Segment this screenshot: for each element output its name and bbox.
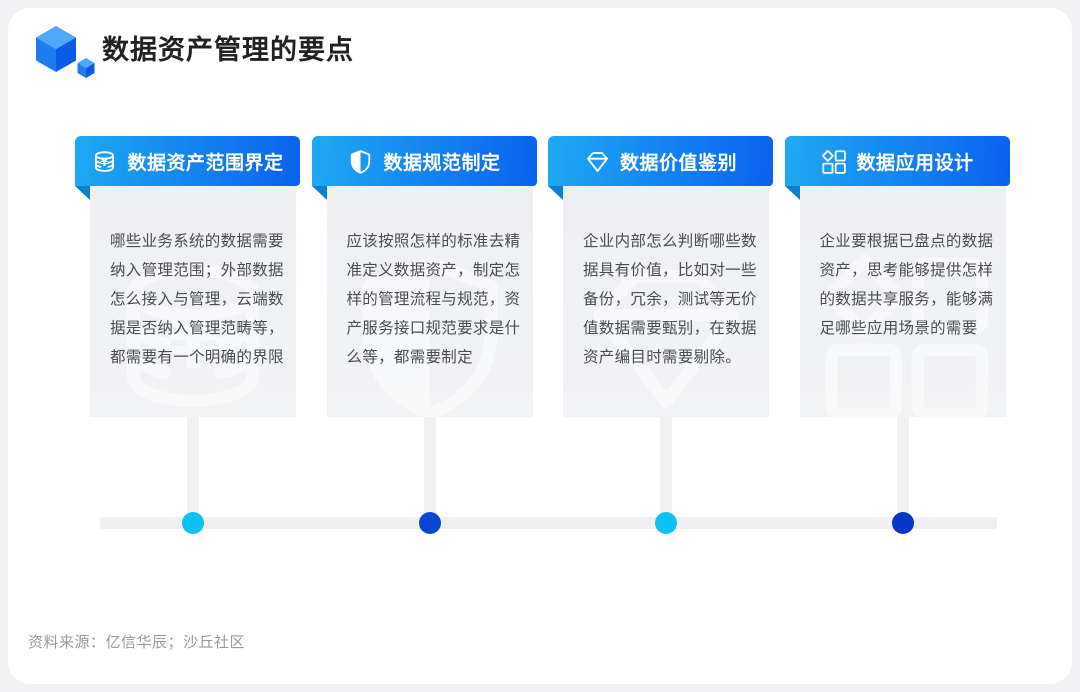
connector-stem — [423, 417, 436, 518]
diamond-icon — [584, 148, 611, 175]
timeline-dot — [418, 512, 441, 534]
card: 数据资产范围界定 哪些业务系统的数据需要纳入管理范围；外部数据怎么接入与管理，云… — [75, 136, 300, 534]
card-header: 数据应用设计 — [784, 136, 1010, 186]
card-title: 数据价值鉴别 — [619, 152, 737, 174]
card-title: 数据规范制定 — [383, 152, 501, 174]
timeline-dot — [182, 512, 204, 534]
card-body: 应该按照怎样的标准去精准定义数据资产，制定怎样的管理流程与规范，资产服务接口规范… — [326, 186, 533, 417]
logo-icon — [36, 26, 95, 78]
card-header: 数据资产范围界定 — [75, 136, 300, 186]
shield-icon — [347, 148, 374, 175]
card-text: 企业要根据已盘点的数据资产，思考能够提供怎样的数据共享服务，能够满足哪些应用场景… — [819, 233, 994, 337]
coins-icon — [91, 148, 118, 175]
card-text: 企业内部怎么判断哪些数据具有价值，比如对一些备份，冗余，测试等无价值数据需要甄别… — [583, 233, 757, 366]
connector-stem — [896, 417, 909, 518]
card: 数据应用设计 企业要根据已盘点的数据资产，思考能够提供怎样的数据共享服务，能够满… — [784, 136, 1010, 534]
ribbon-fold — [311, 186, 327, 200]
card-header: 数据价值鉴别 — [548, 136, 773, 186]
ribbon-fold — [784, 186, 800, 200]
card-title: 数据应用设计 — [856, 152, 974, 174]
connector-stem — [660, 417, 672, 518]
connector-stem — [187, 417, 199, 518]
card-text: 哪些业务系统的数据需要纳入管理范围；外部数据怎么接入与管理，云端数据是否纳入管理… — [110, 233, 284, 366]
timeline-line — [100, 517, 997, 529]
card-header: 数据规范制定 — [311, 136, 537, 186]
card-body: 哪些业务系统的数据需要纳入管理范围；外部数据怎么接入与管理，云端数据是否纳入管理… — [90, 186, 296, 417]
card: 数据价值鉴别 企业内部怎么判断哪些数据具有价值，比如对一些备份，冗余，测试等无价… — [548, 136, 773, 534]
cards-row: 数据资产范围界定 哪些业务系统的数据需要纳入管理范围；外部数据怎么接入与管理，云… — [75, 136, 1010, 534]
grid-icon — [820, 148, 847, 175]
timeline-dot — [891, 512, 914, 534]
ribbon-fold — [75, 186, 90, 200]
card-body: 企业要根据已盘点的数据资产，思考能够提供怎样的数据共享服务，能够满足哪些应用场景… — [799, 186, 1006, 417]
card: 数据规范制定 应该按照怎样的标准去精准定义数据资产，制定怎样的管理流程与规范，资… — [311, 136, 537, 534]
card-title: 数据资产范围界定 — [127, 152, 284, 174]
page-header: 数据资产管理的要点 — [30, 22, 354, 78]
timeline-dot — [655, 512, 677, 534]
page-title: 数据资产管理的要点 — [102, 35, 354, 65]
card-text: 应该按照怎样的标准去精准定义数据资产，制定怎样的管理流程与规范，资产服务接口规范… — [346, 233, 521, 366]
card-body: 企业内部怎么判断哪些数据具有价值，比如对一些备份，冗余，测试等无价值数据需要甄别… — [563, 186, 769, 417]
ribbon-fold — [548, 186, 563, 200]
footer-source: 资料来源：亿信华辰；沙丘社区 — [28, 634, 246, 651]
